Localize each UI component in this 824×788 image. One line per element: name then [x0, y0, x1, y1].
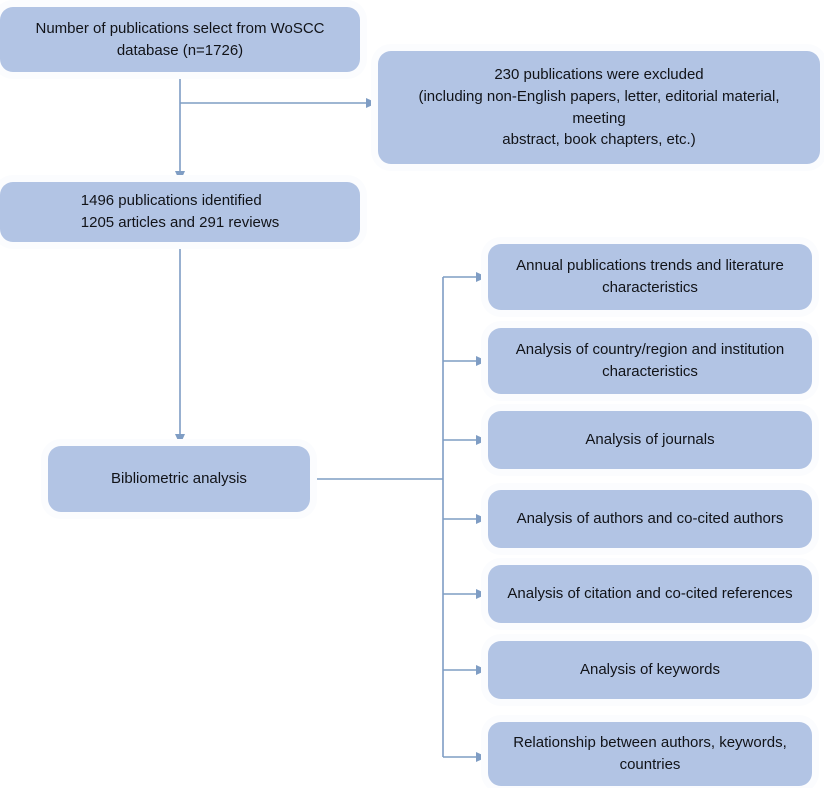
arrowhead-branch-2 [476, 356, 487, 366]
node-branch-keywords[interactable]: Analysis of keywords [488, 641, 812, 699]
node-excluded-publications[interactable]: 230 publications were excluded (includin… [378, 51, 820, 164]
node-branch-2-label: Analysis of country/region and instituti… [515, 341, 785, 380]
node-branch-6-label: Analysis of keywords [579, 661, 721, 679]
arrowhead-identified [175, 171, 185, 182]
arrowhead-branch-1 [476, 272, 487, 282]
node-branch-country-region-institution[interactable]: Analysis of country/region and instituti… [488, 328, 812, 394]
node-branch-1-label: Annual publications trends and literatur… [516, 257, 784, 296]
arrowhead-branch-3 [476, 435, 487, 445]
node-branch-annual-publications-trends[interactable]: Annual publications trends and literatur… [488, 244, 812, 310]
node-branch-4-label: Analysis of authors and co-cited authors [516, 510, 784, 528]
node-branch-citation-co-cited-references[interactable]: Analysis of citation and co-cited refere… [488, 565, 812, 623]
arrowhead-branch-5 [476, 589, 487, 599]
node-branch-authors-keywords-countries[interactable]: Relationship between authors, keywords, … [488, 722, 812, 786]
node-publications-identified[interactable]: 1496 publications identified 1205 articl… [0, 182, 360, 242]
node-branch-authors-co-cited-authors[interactable]: Analysis of authors and co-cited authors [488, 490, 812, 548]
arrowhead-analysis [175, 434, 185, 445]
arrowhead-excluded [366, 98, 377, 108]
node-bibliometric-analysis-label: Bibliometric analysis [111, 470, 247, 488]
node-bibliometric-analysis[interactable]: Bibliometric analysis [48, 446, 310, 512]
node-source-database[interactable]: Number of publications select from WoSCC… [0, 7, 360, 72]
node-publications-identified-label: 1496 publications identified 1205 articl… [80, 192, 280, 231]
arrowhead-branch-7 [476, 752, 487, 762]
node-branch-7-label: Relationship between authors, keywords, … [513, 734, 787, 773]
node-branch-5-label: Analysis of citation and co-cited refere… [507, 585, 793, 603]
node-excluded-publications-label: 230 publications were excluded (includin… [418, 66, 780, 149]
node-source-database-label: Number of publications select from WoSCC… [35, 19, 325, 59]
arrowhead-branch-6 [476, 665, 487, 675]
node-branch-journals[interactable]: Analysis of journals [488, 411, 812, 469]
arrowhead-branch-4 [476, 514, 487, 524]
node-branch-3-label: Analysis of journals [585, 431, 715, 449]
